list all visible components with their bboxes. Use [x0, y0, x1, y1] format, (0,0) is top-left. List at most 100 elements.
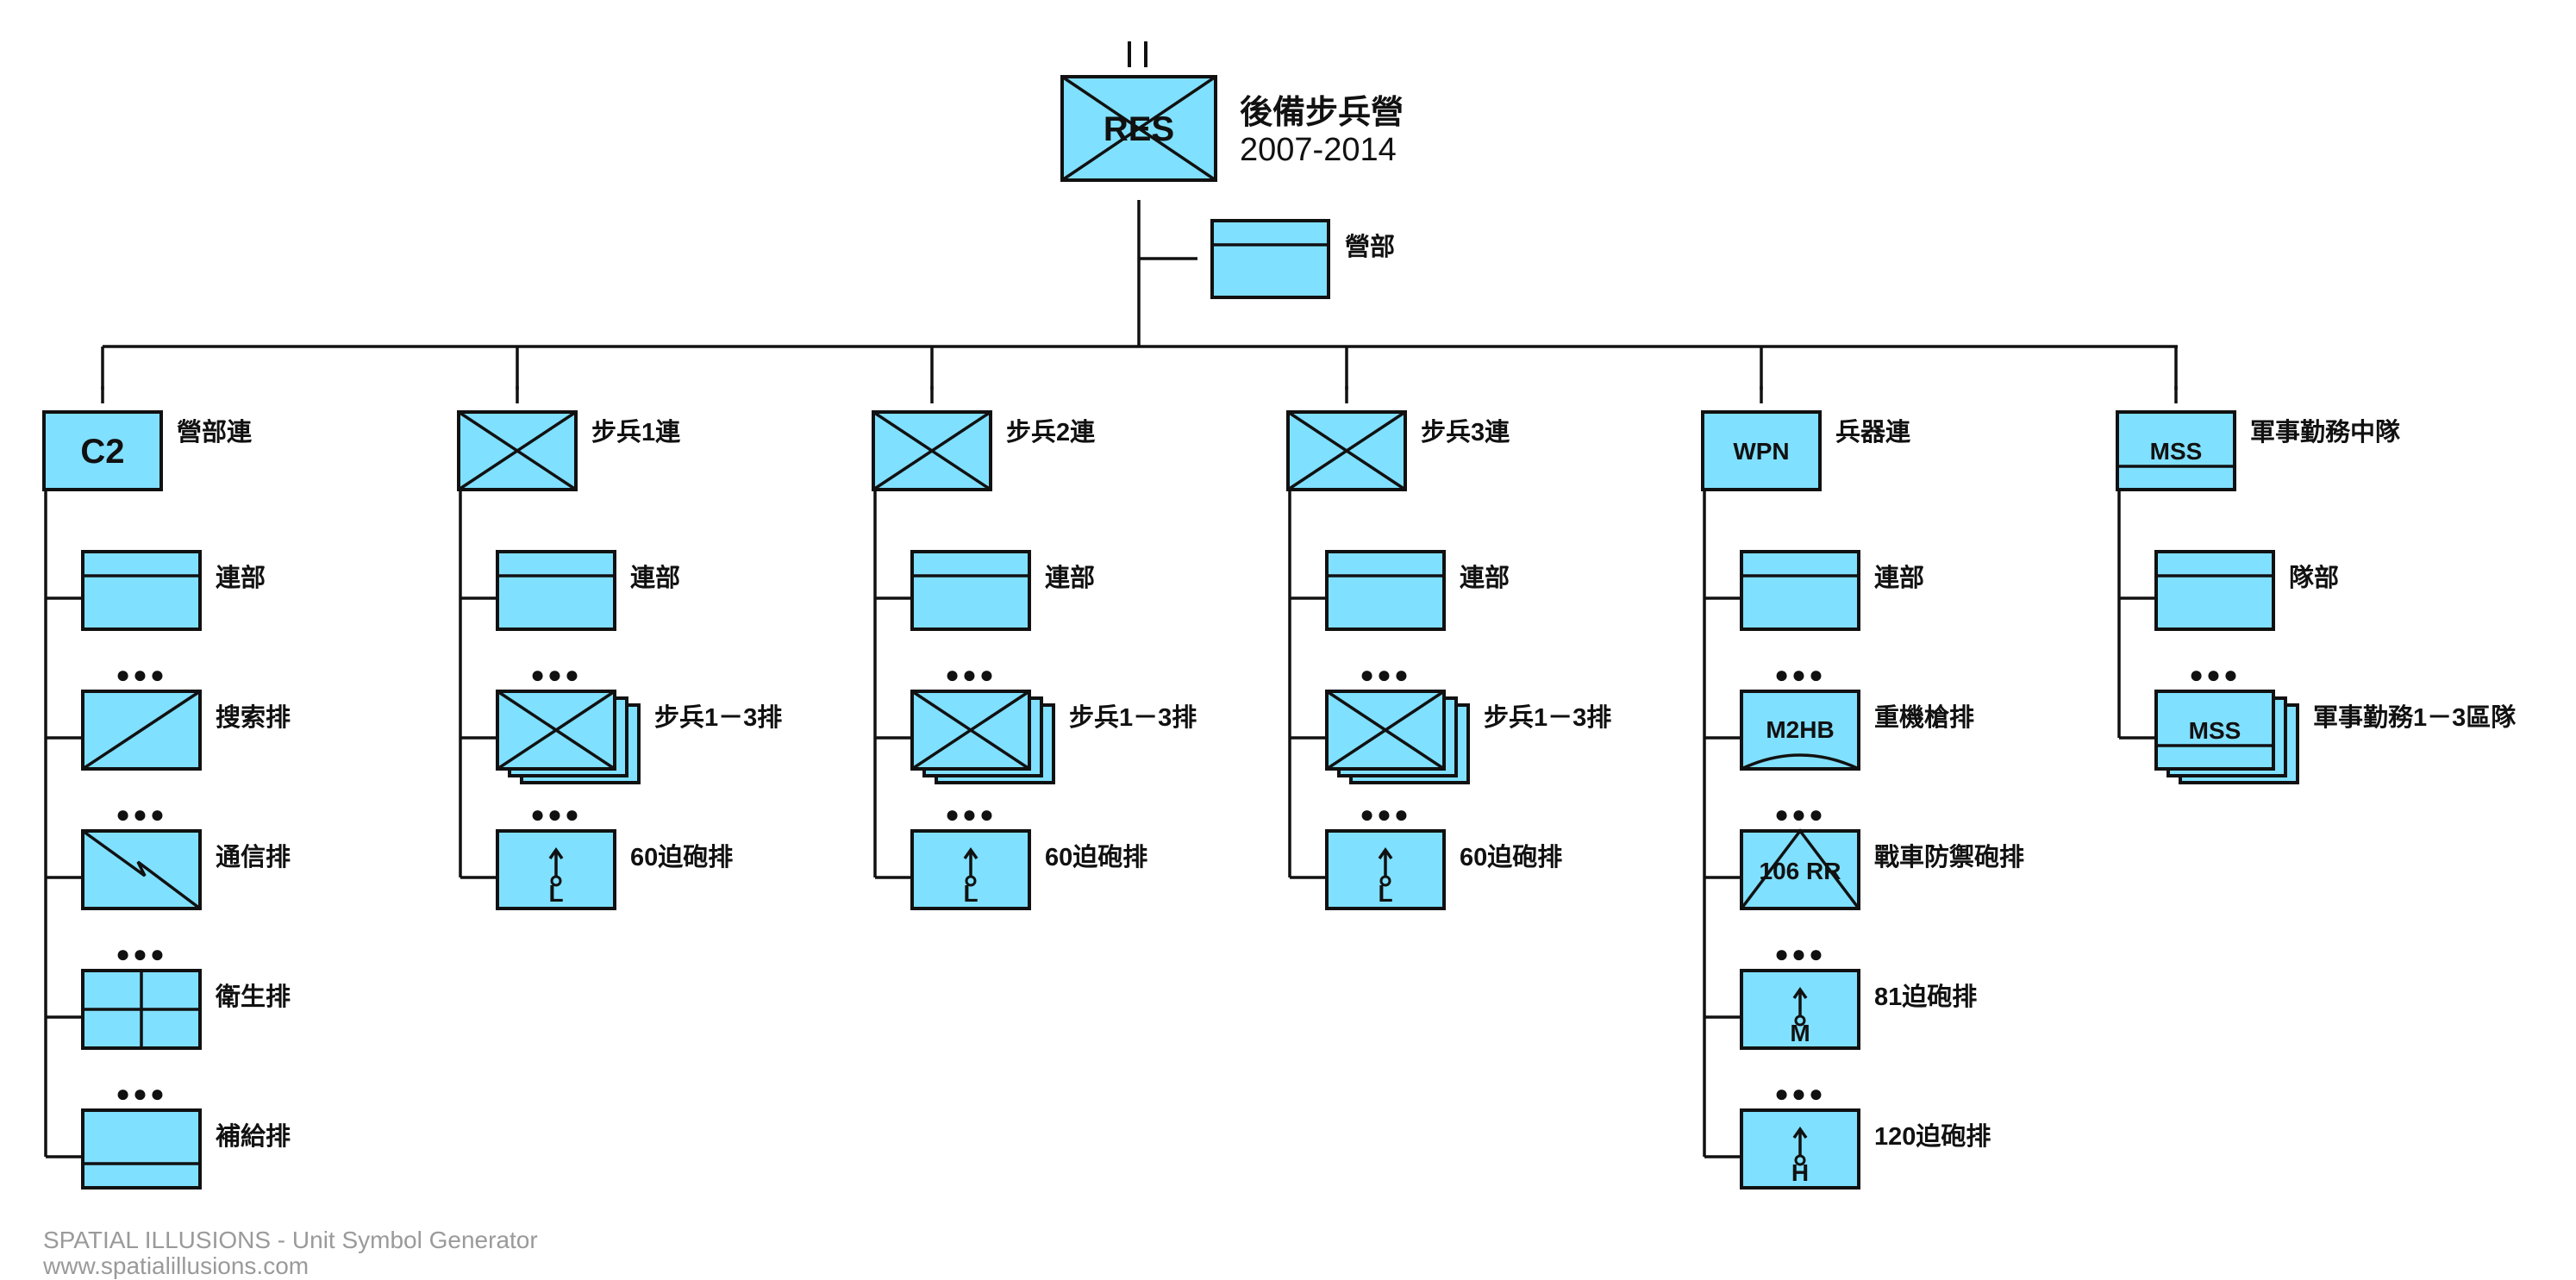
platoon-label: 衛生排	[215, 983, 291, 1011]
symbol-frame	[496, 550, 616, 631]
platoon-label: 連部	[1045, 563, 1095, 592]
platoon-unit: ●●● 步兵1－3排	[1290, 661, 1611, 784]
symbol-frame	[42, 410, 163, 491]
antitank-chevron-line	[1740, 828, 1860, 910]
infantry-cross-line	[872, 410, 991, 491]
weapon-arc-line	[1741, 753, 1860, 771]
battalion-staff-symbol	[1210, 219, 1330, 299]
infantry-cross-line	[1287, 410, 1406, 491]
platoon-unit: ●●● M2HB 重機槍排	[1704, 661, 1974, 771]
platoon-echelon-mark: ●●●	[2189, 661, 2241, 688]
symbol-frame	[2154, 550, 2275, 631]
platoon-unit: ●●● M 81迫砲排	[1704, 940, 1977, 1050]
platoon-unit: 連部	[875, 550, 1095, 631]
mortar-weight-mark: M	[1790, 1020, 1810, 1046]
platoon-echelon-mark: ●●●	[530, 661, 582, 688]
platoon-label: 補給排	[215, 1121, 291, 1151]
platoon-unit: ●●● L 60迫砲排	[460, 801, 733, 910]
infantry-cross-line	[911, 690, 1030, 771]
footer-url: www.spatialillusions.com	[42, 1252, 309, 1279]
platoon-label: 連部	[630, 563, 680, 592]
battalion-years: 2007-2014	[1240, 132, 1397, 168]
platoon-echelon-mark: ●●●	[116, 1080, 167, 1107]
mortar-weight-mark: L	[963, 880, 978, 907]
battalion-staff-label: 營部	[1345, 232, 1395, 261]
platoon-label: 60迫砲排	[630, 842, 733, 871]
symbol-frame	[1701, 410, 1822, 491]
company-label: 步兵2連	[1006, 418, 1096, 446]
symbol-frame	[81, 550, 202, 631]
symbol-frame	[1740, 969, 1860, 1050]
platoon-echelon-mark: ●●●	[1360, 661, 1411, 688]
symbol-frame	[2154, 690, 2275, 771]
platoon-label: 重機槍排	[1874, 702, 1974, 732]
company-label: 步兵3連	[1421, 418, 1510, 446]
platoon-echelon-mark: ●●●	[116, 661, 167, 688]
mortar-weight-mark: L	[548, 880, 563, 907]
mortar-arrow-head	[1792, 1126, 1808, 1140]
platoon-unit: ●●● 補給排	[46, 1080, 291, 1189]
platoon-unit: 連部	[1704, 550, 1924, 631]
platoon-echelon-mark: ●●●	[1774, 1080, 1826, 1107]
platoon-label: 步兵1－3排	[1069, 703, 1197, 732]
infantry-cross-line	[1061, 75, 1216, 182]
platoon-echelon-mark: ●●●	[530, 801, 582, 827]
platoon-echelon-mark: ●●●	[1360, 801, 1411, 827]
symbol-frame	[910, 829, 1031, 910]
company-label: 軍事勤務中隊	[2250, 418, 2400, 446]
symbol-text: MSS	[2189, 717, 2241, 744]
infantry-cross-line	[458, 410, 577, 491]
symbol-text: WPN	[1733, 438, 1789, 465]
symbol-text: M2HB	[1766, 716, 1834, 743]
battalion-hq: RES 後備步兵營 2007-2014 營部	[103, 41, 2178, 348]
platoon-label: 步兵1－3排	[1484, 703, 1611, 732]
platoon-unit: ●●●步兵1－3排	[460, 661, 782, 784]
platoon-echelon-mark: ●●●	[116, 801, 167, 827]
mortar-weight-mark: L	[1378, 880, 1392, 907]
symbol-text: 106 RR	[1760, 858, 1841, 884]
platoon-label: 軍事勤務1－3區隊	[2313, 703, 2516, 732]
platoon-unit: ●●● 106 RR 戰車防禦砲排	[1704, 801, 2024, 910]
platoon-label: 連部	[216, 563, 266, 592]
symbol-frame	[1740, 829, 1860, 910]
platoon-unit: 連部	[460, 550, 680, 631]
infantry-cross-line	[497, 690, 616, 771]
mortar-arrow-head	[963, 846, 979, 860]
platoon-unit: ●●● 衛生排	[46, 940, 291, 1050]
mortar-weight-mark: H	[1791, 1159, 1809, 1186]
platoon-unit: ●●● H 120迫砲排	[1704, 1080, 1991, 1189]
symbol-frame	[1325, 550, 1446, 631]
platoon-unit: ●●●步兵1－3排	[875, 661, 1197, 784]
recon-slash-line	[82, 690, 201, 771]
symbol-text: C2	[80, 433, 124, 471]
platoon-label: 81迫砲排	[1874, 982, 1977, 1011]
symbol-text: MSS	[2150, 438, 2203, 465]
platoon-echelon-mark: ●●●	[1774, 801, 1826, 827]
battalion-symbol-text: RES	[1104, 110, 1174, 148]
platoon-unit: ●●●通信排	[46, 801, 291, 910]
platoon-label: 60迫砲排	[1045, 842, 1147, 871]
platoon-echelon-mark: ●●●	[1774, 661, 1826, 688]
mortar-arrow-head	[1792, 986, 1808, 1000]
platoon-label: 120迫砲排	[1874, 1121, 1991, 1151]
platoon-label: 戰車防禦砲排	[1874, 842, 2024, 871]
signal-zigzag-line	[81, 829, 202, 910]
battalion-title: 後備步兵營	[1240, 95, 1404, 131]
mortar-arrow-head	[548, 846, 564, 860]
platoon-label: 連部	[1460, 563, 1510, 592]
platoon-unit: 連部	[1290, 550, 1510, 631]
platoon-echelon-mark: ●●●	[116, 940, 167, 967]
symbol-frame	[81, 1108, 202, 1189]
company-label: 步兵1連	[591, 418, 681, 446]
platoon-echelon-mark: ●●●	[1774, 940, 1826, 967]
symbol-frame	[2116, 410, 2236, 491]
platoon-label: 搜索排	[216, 703, 291, 732]
symbol-frame	[1740, 550, 1860, 631]
